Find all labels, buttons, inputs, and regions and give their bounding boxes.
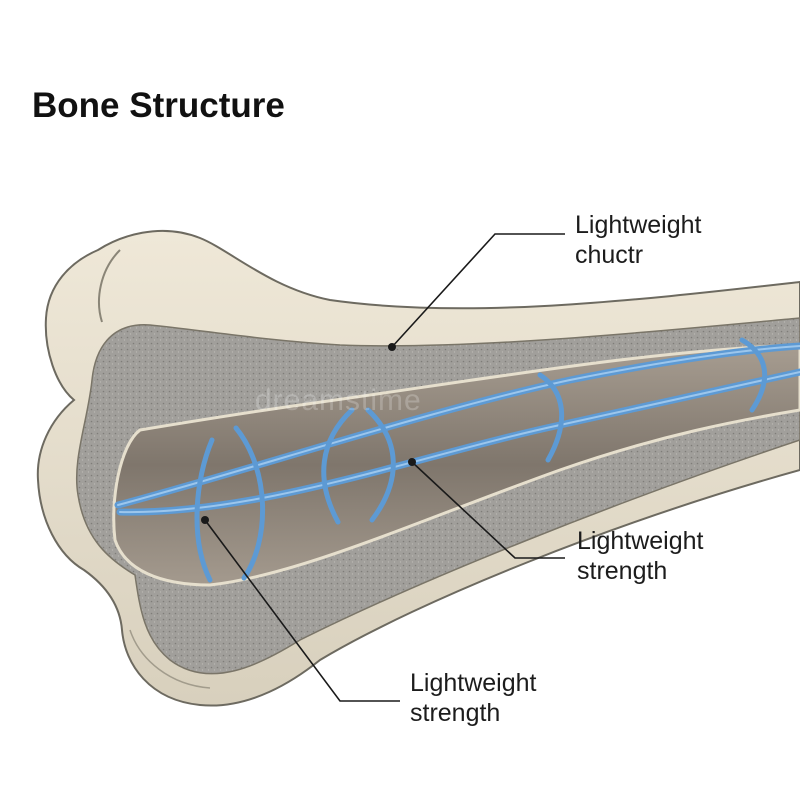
- label-middle-line1: Lightweight: [577, 527, 704, 555]
- trabecular-strut: [739, 337, 768, 413]
- bone-head-contour-lower: [129, 629, 211, 689]
- label-middle: Lightweight strength: [577, 526, 703, 586]
- leader-line-bottom: [204, 519, 400, 702]
- label-top: Lightweight chuctr: [575, 210, 701, 270]
- label-bottom: Lightweight strength: [410, 668, 536, 728]
- label-top-line2: chuctr: [575, 241, 644, 269]
- leader-dot-bottom: [201, 516, 209, 524]
- blood-vessel-upper-highlight: [117, 345, 800, 506]
- label-bottom-line1: Lightweight: [410, 669, 537, 697]
- trabecular-strut: [365, 407, 396, 523]
- trabecular-strut: [321, 407, 355, 525]
- label-top-line1: Lightweight: [575, 211, 702, 239]
- label-middle-line2: strength: [577, 557, 668, 585]
- trabecular-strut: [537, 372, 565, 463]
- trabecular-strut: [233, 425, 265, 581]
- leader-dot-middle: [408, 458, 416, 466]
- leader-line-middle: [411, 461, 565, 559]
- label-bottom-line2: strength: [410, 699, 501, 727]
- blood-vessel-lower-highlight: [119, 371, 800, 514]
- marrow-cavity: [112, 343, 800, 587]
- bone-head-contour: [98, 249, 121, 323]
- diagram-title: Bone Structure: [32, 86, 285, 125]
- leader-line-top: [391, 233, 565, 348]
- leader-dot-top: [388, 343, 396, 351]
- trabecular-strut: [194, 437, 215, 583]
